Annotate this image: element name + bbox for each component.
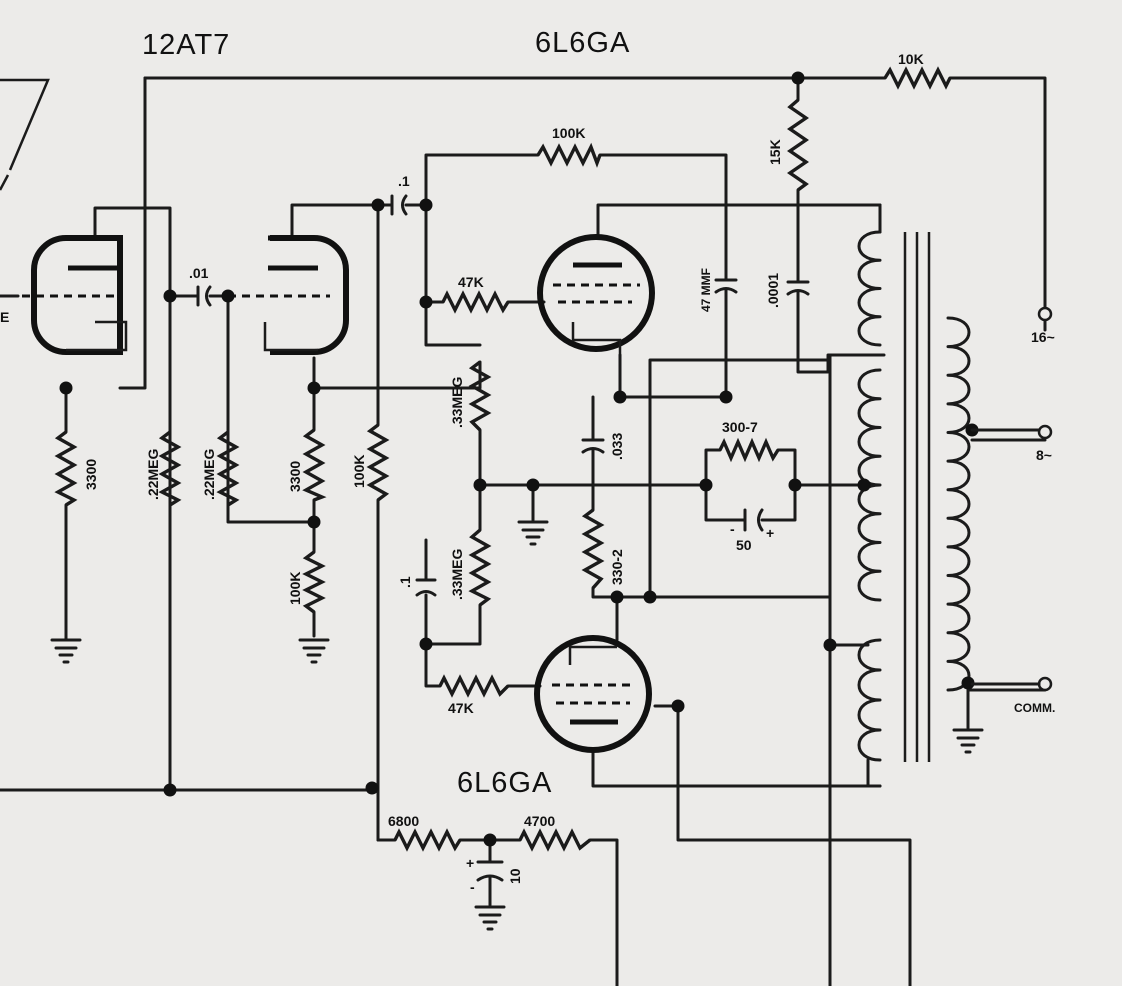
resistor-22meg-a [158,430,182,507]
capacitor-0001 [786,280,810,296]
resistor-47k-bottom [438,674,510,698]
output-transformer [857,203,971,788]
capacitor-47mmf [714,278,738,294]
resistor-3300-left [54,430,78,507]
ground-symbol [517,520,549,546]
label-cap-1-bottom: .1 [397,576,413,588]
capacitor-10 [476,860,504,882]
capacitors [196,194,810,882]
transformer-core [903,232,931,762]
label-tap-16: 16~ [1031,329,1055,345]
labels: 12AT7 6L6GA 6L6GA 10K 15K 100K 47K 47K 3… [0,27,1055,895]
resistor-33meg-bottom [468,528,492,607]
label-cap-1-top: .1 [398,173,410,189]
label-common: COMM. [1014,701,1055,715]
label-330-2: 330-2 [609,549,625,585]
resistor-100k-cathode [302,550,326,614]
tube-label-6l6ga-bottom: 6L6GA [457,767,552,799]
resistor-300-7 [718,437,780,463]
label-4700: 4700 [524,813,555,829]
grounds [50,520,984,931]
polarity-plus-10: + [466,855,474,871]
label-3300-cathode: 3300 [287,461,303,492]
terminal-common[interactable] [1037,676,1053,692]
capacitor-033 [581,438,605,454]
label-cap-10: 10 [507,868,523,884]
label-cap-033: .033 [609,433,625,460]
resistor-4700 [518,828,592,852]
polarity-minus-50: - [730,521,735,537]
capacitor-01 [196,285,212,307]
tube-12at7-right [228,235,349,355]
label-100k-cathode: 100K [287,572,303,605]
label-10k: 10K [898,51,924,67]
ground-symbol [474,905,506,931]
terminal-16-ohm[interactable] [1037,306,1053,322]
capacitor-1-top [390,194,408,216]
primary-winding [857,230,882,762]
label-100k-plate: 100K [351,455,367,488]
output-terminals [970,306,1053,692]
tube-12at7-left [22,235,128,355]
label-cap-50: 50 [736,537,752,553]
secondary-winding [946,316,971,692]
resistors [54,66,952,852]
polarity-plus-50: + [766,525,774,541]
resistor-330-2 [581,508,605,590]
label-300-7: 300-7 [722,419,758,435]
edge-fragment-text: E [0,309,9,325]
capacitor-50 [743,508,764,532]
label-6800: 6800 [388,813,419,829]
resistor-47k-top [441,290,510,314]
label-33meg-top: .33MEG [449,377,465,428]
label-cap-0001: .0001 [765,273,781,308]
tube-label-6l6ga-top: 6L6GA [535,27,630,59]
label-3300-left: 3300 [83,459,99,490]
resistor-15k [786,98,810,192]
label-cap-01: .01 [189,265,209,281]
label-100k-feedback: 100K [552,125,585,141]
ground-symbol [50,638,82,664]
resistor-6800 [393,828,462,852]
tube-6l6ga-top [537,234,655,397]
label-47k-bottom: 47K [448,700,474,716]
polarity-minus-10: - [470,879,475,895]
ground-symbol [952,688,984,754]
label-47k-top: 47K [458,274,484,290]
label-cap-47mmf: 47 MMF [699,268,713,312]
ground-symbol [298,638,330,664]
label-33meg-bottom: .33MEG [449,549,465,600]
label-15k: 15K [767,139,783,165]
tube-label-12at7: 12AT7 [142,29,230,61]
resistor-3300-cathode [302,428,327,502]
resistor-100k-feedback [536,142,602,168]
label-22meg-b: .22MEG [201,449,217,500]
capacitor-1-bottom [415,578,437,597]
tube-6l6ga-bottom [534,635,652,753]
terminal-8-ohm[interactable] [1037,424,1053,440]
resistor-33meg-top [468,360,492,432]
resistor-100k-plate [366,423,390,502]
label-tap-8: 8~ [1036,447,1052,463]
resistor-10k [883,66,952,90]
resistor-22meg-b [216,430,240,507]
label-22meg-a: .22MEG [145,449,161,500]
